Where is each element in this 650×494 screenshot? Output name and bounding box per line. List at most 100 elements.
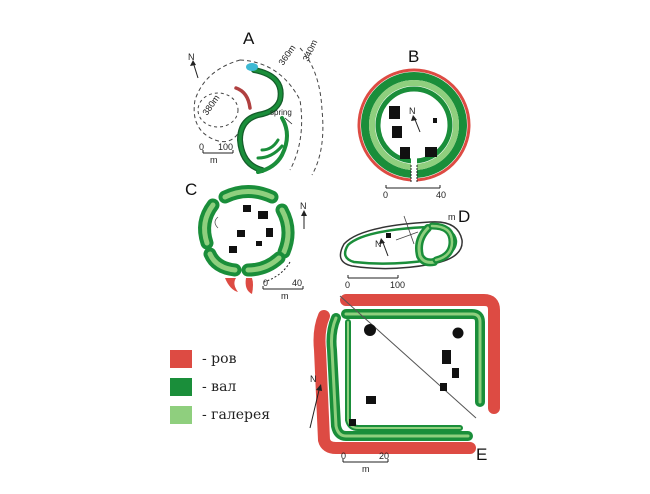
north-arrow-c: N: [300, 201, 307, 229]
building-b-2: [392, 126, 402, 138]
svg-text:100: 100: [390, 280, 405, 290]
rampart-b-inner: [375, 86, 453, 164]
legend-swatch-gallery: [170, 406, 192, 424]
svg-text:40: 40: [436, 190, 446, 200]
building-c-5: [266, 228, 273, 237]
spring-pointer: [284, 117, 293, 125]
rampart-a-inner-2: [256, 144, 284, 160]
rampart-a-main-core: [238, 68, 283, 172]
svg-text:0: 0: [199, 142, 204, 152]
svg-text:N: N: [375, 239, 382, 249]
legend-label-rampart: - вал: [202, 379, 237, 395]
ditch-d-outline: [339, 221, 463, 270]
ditch-a-west: [234, 86, 252, 110]
cross-line-d-1: [403, 215, 415, 245]
rampart-a-inner-1: [260, 138, 280, 152]
north-arrow-a: N: [188, 52, 199, 79]
contour-line-340: [299, 47, 324, 176]
legend-item-rampart: - вал: [170, 378, 236, 396]
contour-line-360: [239, 59, 303, 171]
legend-item-ditch: - ров: [170, 350, 236, 368]
svg-text:m: m: [210, 155, 218, 165]
north-arrow-e: N: [309, 374, 322, 429]
svg-text:40: 40: [292, 278, 302, 288]
pit-e-2: [452, 327, 464, 339]
svg-text:100: 100: [218, 142, 233, 152]
contour-label-340: 340m: [301, 38, 320, 63]
svg-text:0: 0: [345, 280, 350, 290]
svg-text:0: 0: [383, 190, 388, 200]
contour-line-380: [197, 92, 239, 128]
panel-d-unit: m: [448, 212, 456, 222]
panel-c-letter: C: [185, 180, 197, 199]
ditch-c-fragment-right: [245, 278, 253, 294]
gallery-e-inner-west: [347, 321, 461, 429]
svg-text:20: 20: [379, 451, 389, 461]
building-c-1: [243, 205, 251, 212]
scale-bar-d: 0 100: [345, 275, 405, 290]
svg-text:m: m: [281, 291, 289, 301]
gallery-e-west: [330, 316, 470, 438]
building-b-4: [425, 147, 437, 157]
scale-bar-b: 0 40: [383, 185, 446, 200]
building-e-2: [452, 368, 459, 378]
rampart-e-west: [326, 313, 473, 441]
pit-e-1: [364, 324, 376, 336]
building-b-3: [400, 147, 410, 159]
panel-d-letter: D: [458, 207, 470, 226]
panel-e-letter: E: [476, 445, 487, 464]
ditch-e-west: [313, 310, 476, 454]
scale-bar-e: 0 20 m: [341, 451, 389, 474]
cross-line-d-2: [395, 231, 419, 241]
contour-label-380: 380m: [200, 93, 221, 117]
diagonal-line-e: [339, 295, 477, 419]
panel-b: B N 0 40: [357, 47, 471, 200]
legend-item-gallery: - галерея: [170, 406, 270, 424]
gallery-d-bastion: [417, 226, 436, 264]
ditch-e: [346, 304, 494, 410]
pond-a: [246, 63, 258, 71]
panel-e: E N 0 20 m: [309, 294, 500, 474]
building-b-5: [433, 118, 437, 123]
building-e-1: [442, 350, 451, 364]
svg-text:0: 0: [263, 278, 268, 288]
svg-text:m: m: [362, 464, 370, 474]
panel-a-letter: A: [243, 29, 255, 48]
scale-bar-a: 0 100 m: [199, 142, 234, 165]
legend-label-gallery: - галерея: [202, 407, 271, 423]
building-c-2: [258, 211, 268, 219]
svg-text:N: N: [409, 106, 416, 116]
panel-b-letter: B: [408, 47, 419, 66]
building-c-3: [237, 230, 245, 237]
svg-text:N: N: [188, 52, 195, 62]
building-e-5: [349, 419, 356, 426]
building-b-1: [389, 106, 400, 119]
panel-a: A 360m 340m 380m spring N 0 100: [188, 29, 324, 176]
spring-label: spring: [270, 108, 292, 117]
legend-swatch-rampart: [170, 378, 192, 396]
north-arrow-d: N: [375, 238, 389, 257]
rampart-c-segments: [198, 185, 295, 277]
building-c-4: [229, 246, 237, 253]
rampart-a-east: [256, 116, 289, 174]
gallery-d-east: [430, 224, 454, 262]
gallery-e-north: [344, 312, 482, 404]
gallery-b: [369, 80, 459, 170]
svg-text:0: 0: [341, 451, 346, 461]
panel-d: D m N 0 100: [339, 207, 470, 290]
legend-label-ditch: - ров: [202, 351, 237, 367]
north-arrow-b: N: [409, 106, 421, 133]
svg-text:N: N: [300, 201, 307, 211]
contour-label-360: 360m: [276, 43, 297, 67]
ditch-c-dashed-arc: [263, 261, 291, 283]
gate-gap-b: [411, 158, 417, 183]
svg-text:N: N: [310, 374, 317, 384]
ditch-e-north: [340, 294, 500, 414]
panel-c: C N 0: [185, 180, 307, 301]
building-e-4: [366, 396, 376, 404]
ditch-c-fragment-left: [225, 278, 238, 292]
legend-swatch-ditch: [170, 350, 192, 368]
building-d-1: [386, 233, 391, 238]
building-e-3: [440, 383, 447, 391]
